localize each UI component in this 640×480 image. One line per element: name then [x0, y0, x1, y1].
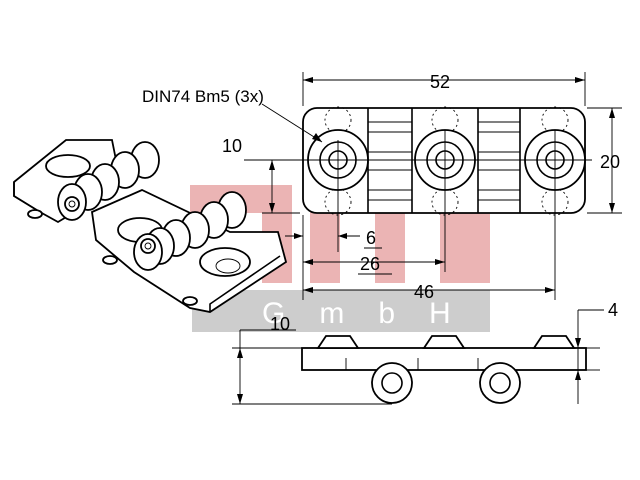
thread-note: DIN74 Bm5 (3x)	[142, 87, 264, 106]
top-view	[260, 106, 592, 300]
iso-foot	[27, 209, 43, 219]
dim-side-height: 10	[270, 314, 290, 334]
dim-hole-pitch-short: 26	[360, 254, 380, 274]
side-view-plate	[301, 347, 587, 371]
dimension-underlines	[358, 247, 392, 275]
dim-hole-edge-offset: 10	[222, 136, 242, 156]
dim-hole-pitch-long: 46	[414, 282, 434, 302]
watermark-letters: GmbH	[262, 297, 485, 330]
dimension-lines	[232, 72, 622, 405]
iso-pin-back	[64, 196, 80, 212]
dim-side-thickness: 4	[608, 300, 618, 320]
iso-front-hole	[199, 247, 251, 277]
watermark-band	[192, 290, 490, 332]
iso-foot	[182, 296, 198, 306]
iso-knuckles-front	[133, 191, 247, 271]
iso-front-hole-inner	[215, 258, 241, 274]
iso-front-leaf-edge	[209, 255, 281, 312]
dimension-labels: DIN74 Bm5 (3x) 52 20 10 6 26 46 10 4	[142, 72, 620, 334]
iso-back-hole	[45, 154, 91, 178]
top-view-knuckle-bands	[367, 108, 521, 213]
dim-hole-offset-small: 6	[366, 228, 376, 248]
iso-foot	[102, 255, 118, 265]
side-view-countersinks	[316, 335, 576, 349]
side-view	[301, 335, 587, 404]
side-view-knuckles	[371, 362, 521, 404]
dim-overall-width: 20	[600, 152, 620, 172]
iso-pin-front	[140, 238, 156, 254]
dim-overall-length: 52	[430, 72, 450, 92]
iso-back-leaf-edge	[13, 182, 41, 213]
top-view-centerlines	[260, 130, 592, 300]
isometric-view	[13, 139, 288, 313]
iso-knuckles-back	[57, 141, 160, 221]
